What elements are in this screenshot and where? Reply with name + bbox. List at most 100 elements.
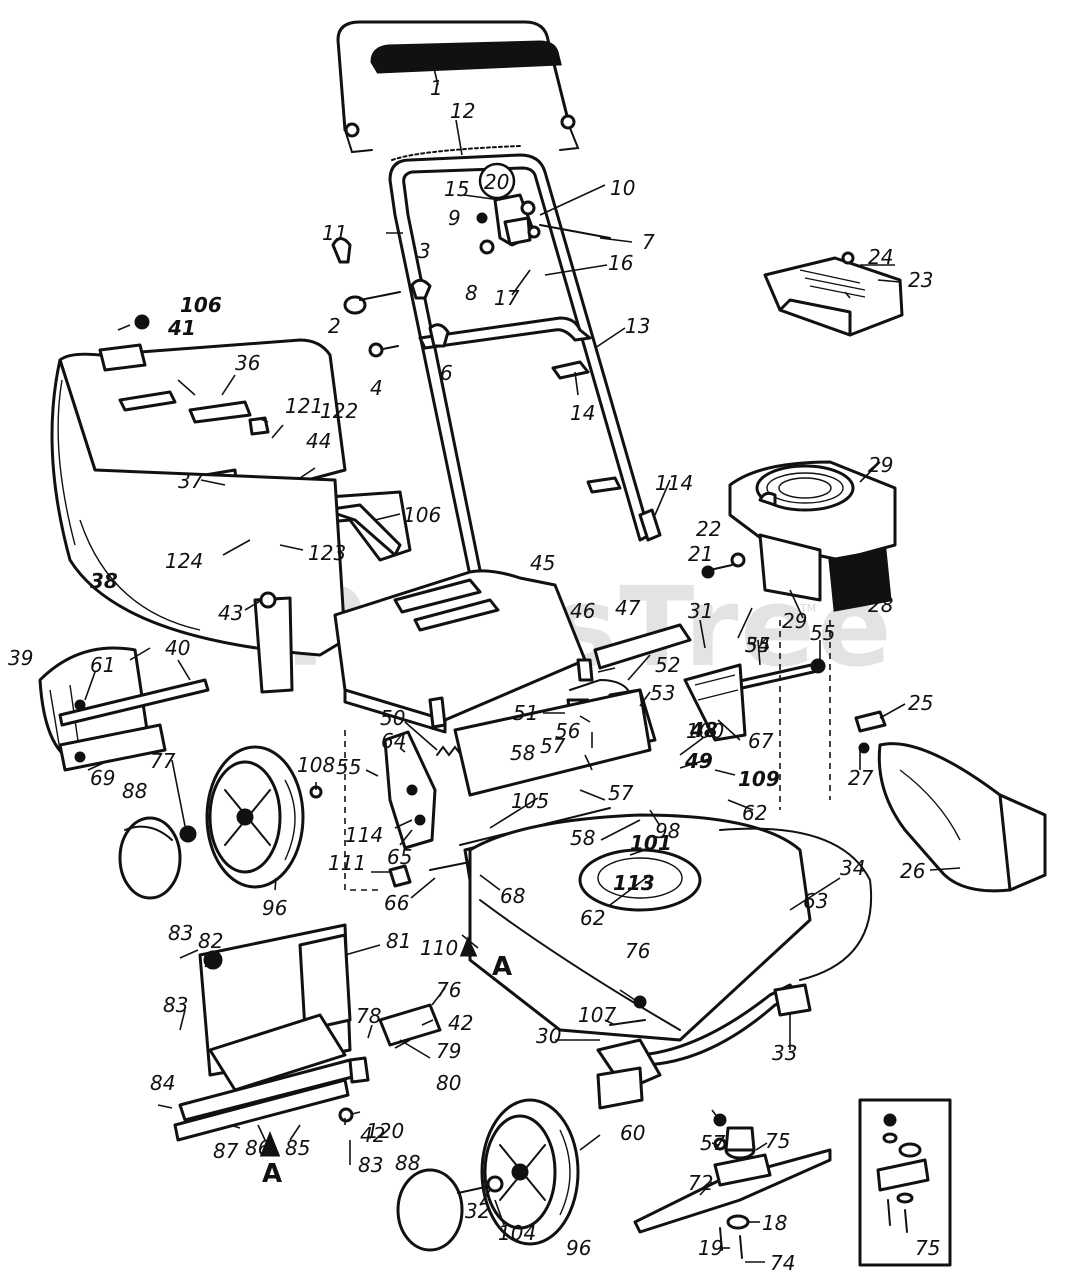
callout-63: 63 <box>803 889 828 913</box>
callout-58-top: 58 <box>510 741 535 765</box>
handle-knobs <box>331 212 611 358</box>
callout-49: 49 <box>684 749 713 773</box>
rear-axle-bolt <box>179 785 323 843</box>
callout-96-bottom: 96 <box>566 1236 591 1260</box>
callout-57-blade: 57 <box>700 1131 726 1155</box>
callout-101: 101 <box>630 831 672 855</box>
callout-32: 32 <box>465 1199 490 1223</box>
callout-96-top: 96 <box>262 896 287 920</box>
callout-75: 75 <box>765 1129 790 1153</box>
callout-36: 36 <box>235 351 260 375</box>
reference-a-deck: A <box>492 952 512 982</box>
front-axle <box>638 983 812 1067</box>
callout-26: 26 <box>900 859 925 883</box>
callout-84: 84 <box>150 1071 175 1095</box>
mulch-plate <box>173 923 442 1142</box>
callout-44: 44 <box>306 429 331 453</box>
callout-75-inset: 75 <box>915 1236 940 1260</box>
callout-42-bottom: 42 <box>360 1123 385 1147</box>
upper-handle <box>336 20 580 154</box>
callout-82: 82 <box>198 929 223 953</box>
callout-1: 1 <box>430 76 443 100</box>
watermark-tm: TM <box>799 602 816 615</box>
callout-29-top: 29 <box>868 453 893 477</box>
callout-109: 109 <box>738 767 780 791</box>
callout-39: 39 <box>8 646 33 670</box>
callout-106-top: 106 <box>180 293 222 317</box>
callout-17: 17 <box>494 286 520 310</box>
callout-55-right: 55 <box>810 621 835 645</box>
rear-wheel <box>205 745 305 889</box>
callout-105: 105 <box>511 789 549 813</box>
callout-107: 107 <box>578 1003 616 1027</box>
callout-124: 124 <box>165 549 203 573</box>
front-wheel <box>480 1098 580 1246</box>
callout-12: 12 <box>450 99 475 123</box>
axle <box>388 861 471 888</box>
callout-68: 68 <box>500 884 525 908</box>
callout-65: 65 <box>387 845 412 869</box>
callout-22: 22 <box>696 517 721 541</box>
callout-57-top: 57 <box>540 734 566 758</box>
callout-56: 56 <box>555 719 580 743</box>
callout-18: 18 <box>762 1211 787 1235</box>
callout-47: 47 <box>615 596 641 620</box>
callout-88-bottom: 88 <box>395 1151 420 1175</box>
mower-deck <box>468 813 873 1042</box>
callout-53: 53 <box>650 681 675 705</box>
callout-8: 8 <box>465 281 478 305</box>
callout-19: 19 <box>698 1236 723 1260</box>
callout-66: 66 <box>384 891 409 915</box>
callout-104: 104 <box>498 1221 536 1245</box>
callout-30: 30 <box>536 1024 561 1048</box>
adapter-inset <box>858 1098 952 1267</box>
callout-64: 64 <box>381 729 406 753</box>
assembly-boundary-left <box>344 730 380 891</box>
callout-16: 16 <box>608 251 633 275</box>
callout-120: 120 <box>366 1119 404 1143</box>
callout-114-top: 114 <box>655 471 693 495</box>
engine-shroud <box>763 251 904 337</box>
callout-55-left: 55 <box>336 755 361 779</box>
blade-assembly <box>633 1113 832 1259</box>
leader-lines <box>84 51 961 1263</box>
callout-38: 38 <box>90 569 118 593</box>
rear-hubcap <box>118 816 182 900</box>
callout-9: 9 <box>448 206 461 230</box>
pivot-bracket <box>383 730 437 850</box>
callout-7: 7 <box>642 230 655 254</box>
callout-67: 67 <box>748 729 774 753</box>
front-hubcap <box>396 1168 464 1252</box>
callout-20: 20 <box>484 170 509 194</box>
reference-a-mulch: A <box>262 1159 282 1189</box>
callout-34: 34 <box>840 856 865 880</box>
callout-69: 69 <box>90 766 115 790</box>
callout-76-deck: 76 <box>625 939 650 963</box>
callout-29-bottom: 29 <box>782 609 807 633</box>
callout-122: 122 <box>320 399 358 423</box>
callout-85: 85 <box>285 1136 310 1160</box>
callout-81: 81 <box>386 929 411 953</box>
callout-40: 40 <box>165 636 190 660</box>
callout-37: 37 <box>178 469 204 493</box>
callout-83-bottom: 83 <box>358 1153 383 1177</box>
callout-87: 87 <box>213 1139 239 1163</box>
callout-72: 72 <box>688 1171 713 1195</box>
callout-62-bottom: 62 <box>580 906 605 930</box>
rear-door <box>333 569 587 734</box>
part-20-circle <box>478 162 516 200</box>
callout-48: 48 <box>689 718 718 742</box>
callout-88-top: 88 <box>122 779 147 803</box>
cable-guides <box>551 360 662 542</box>
callout-42-right: 42 <box>448 1011 473 1035</box>
callout-114-left: 114 <box>345 823 383 847</box>
engine <box>728 460 897 612</box>
callout-57-mid: 57 <box>608 781 634 805</box>
callout-60: 60 <box>620 1121 645 1145</box>
callout-52: 52 <box>655 653 680 677</box>
reference-a-arrow <box>259 1130 281 1157</box>
callout-numbers: 1 2 3 4 6 7 8 9 10 11 12 13 14 15 16 17 … <box>8 76 940 1275</box>
callout-79: 79 <box>436 1039 461 1063</box>
callout-50: 50 <box>380 706 405 730</box>
